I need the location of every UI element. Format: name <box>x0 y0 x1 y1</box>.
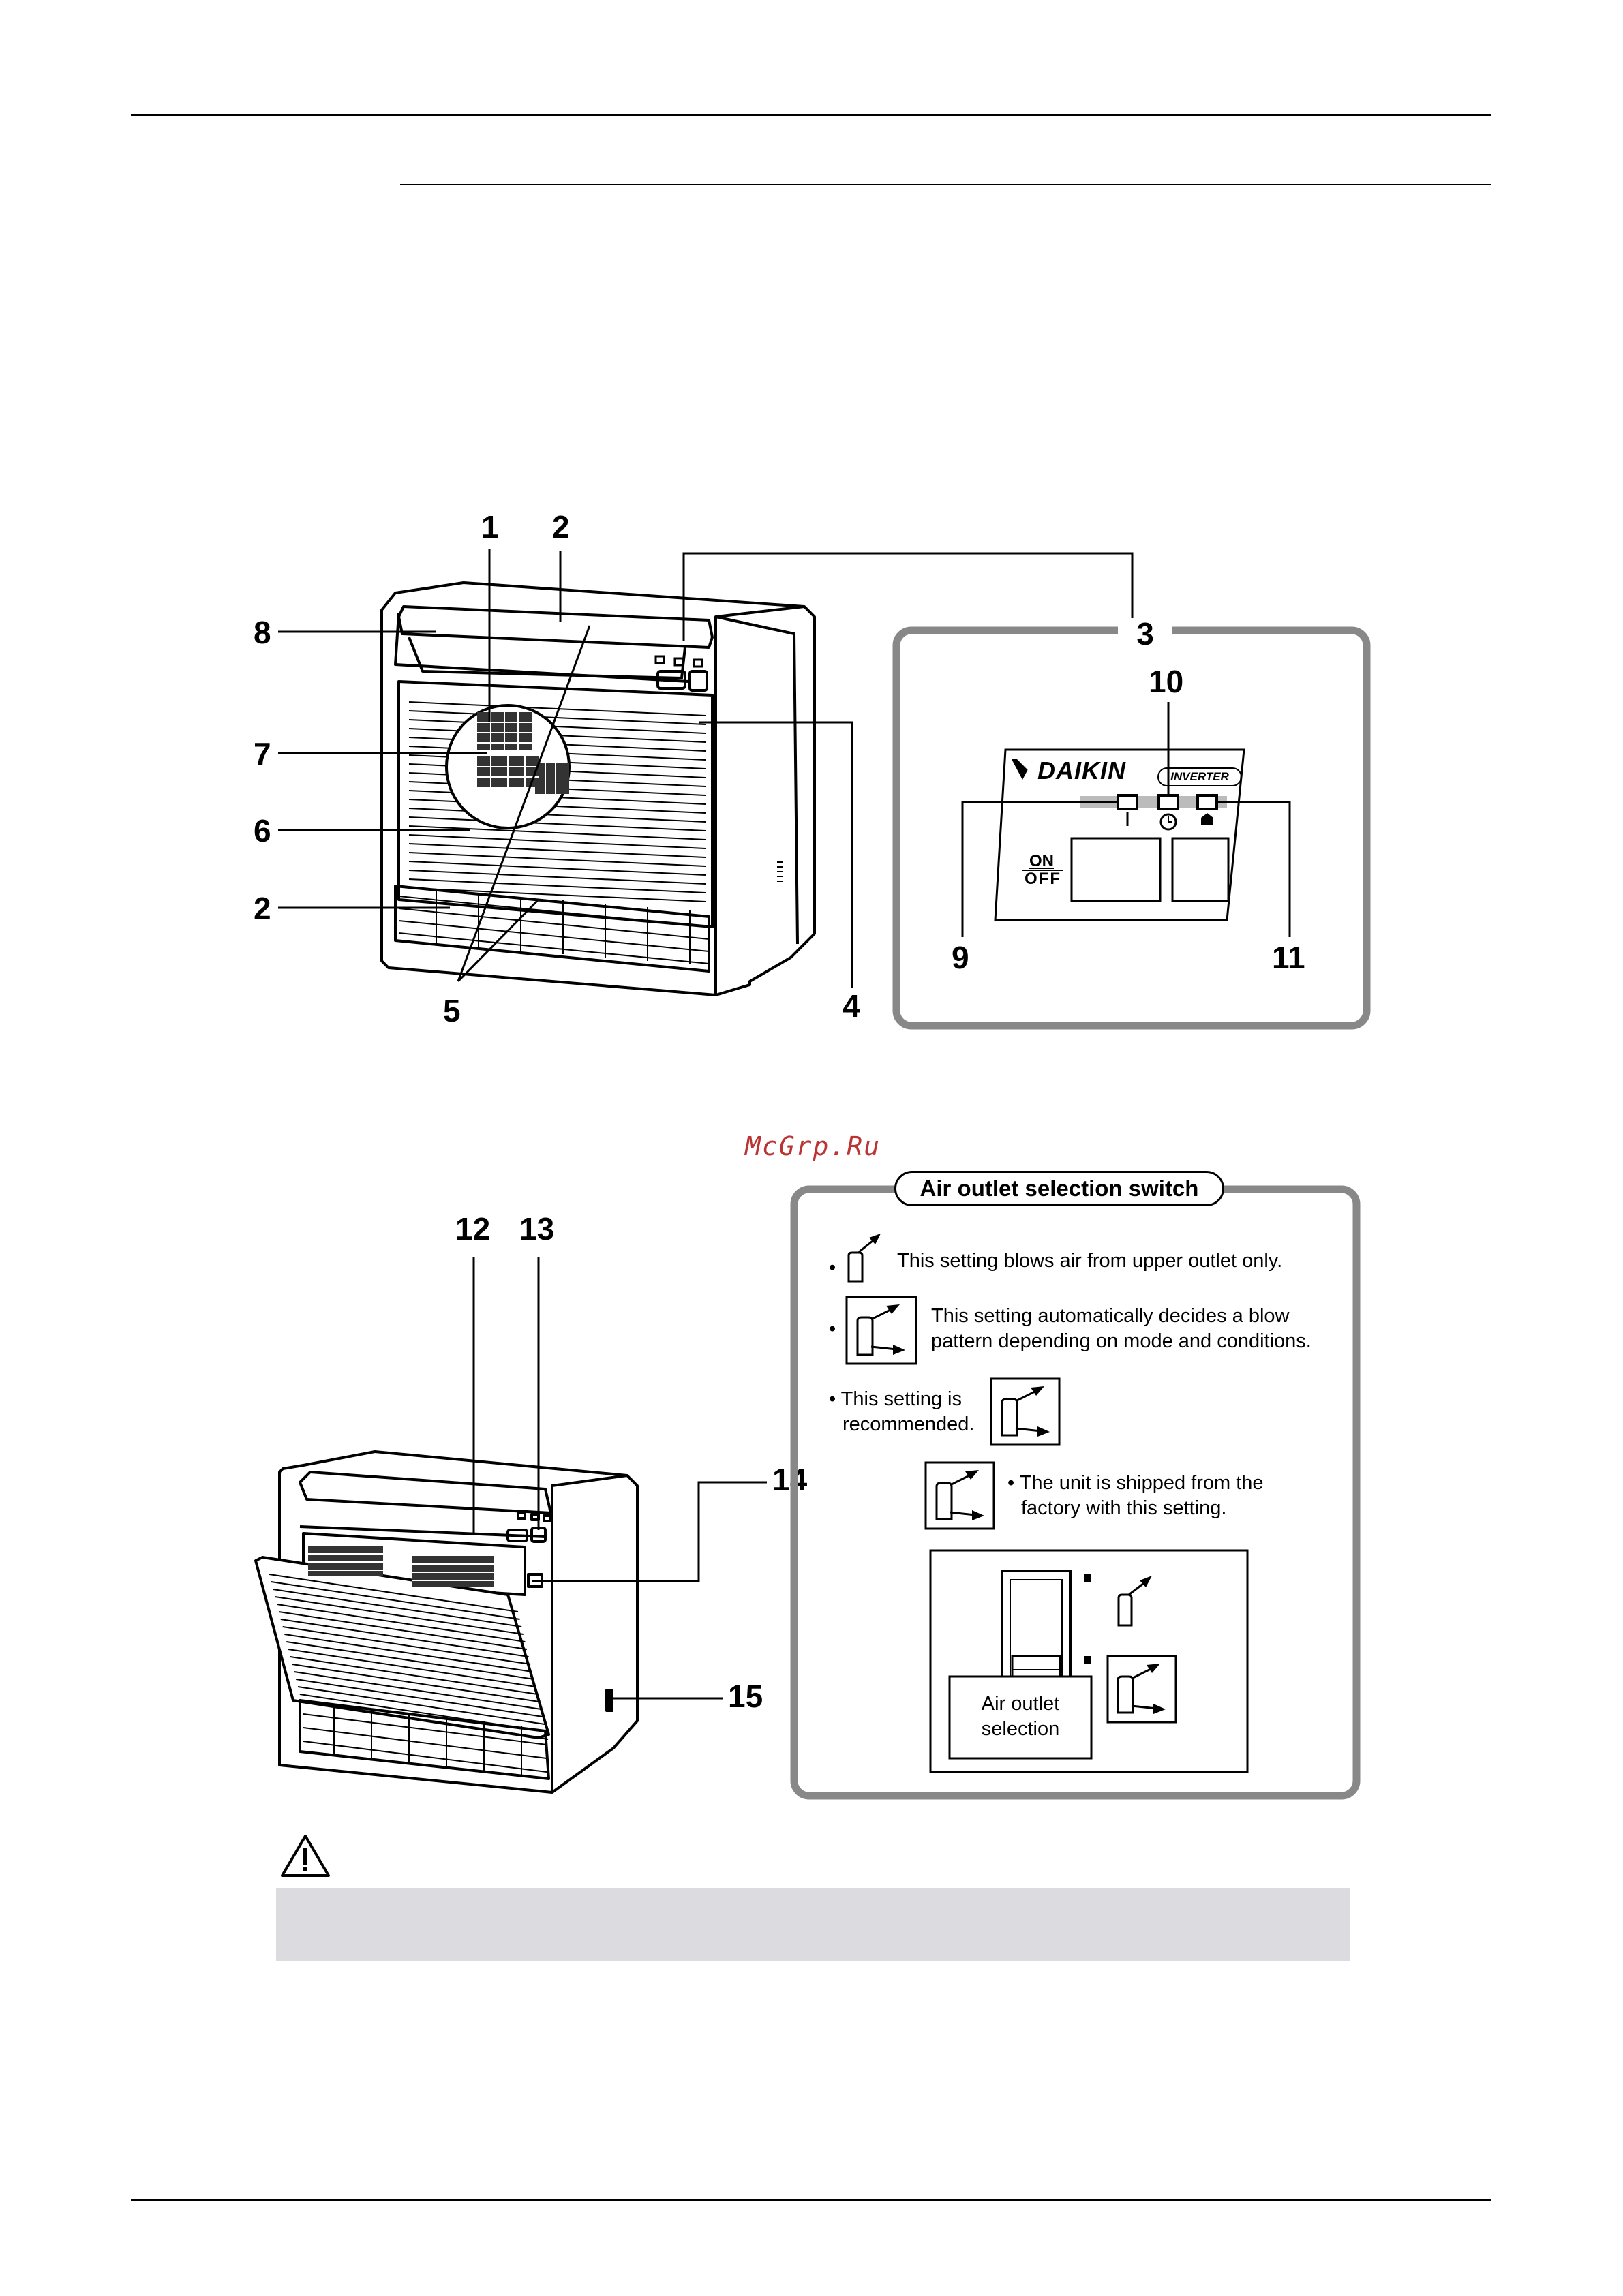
item2-bullet: • <box>829 1318 836 1340</box>
daikin-mark-icon <box>1012 759 1033 780</box>
watermark: McGrp.Ru <box>745 1131 881 1161</box>
switch-label-line1: Air outlet <box>981 1693 1060 1715</box>
callout-10: 10 <box>1149 664 1184 699</box>
indoor-unit-open-figure: 12 13 14 15 <box>0 1213 818 1826</box>
air-outlet-selection-panel: Air outlet selection switch • This setti… <box>790 1171 1361 1800</box>
switch-label-line2: selection <box>981 1718 1060 1740</box>
item3-line1: • This setting is <box>829 1388 962 1410</box>
callout-2-bottom: 2 <box>254 891 271 926</box>
callout-15: 15 <box>728 1679 763 1714</box>
item1-text: This setting blows air from upper outlet… <box>897 1250 1283 1272</box>
item4-line2: factory with this setting. <box>1021 1497 1227 1519</box>
callout-4: 4 <box>843 988 860 1024</box>
inverter-badge: INVERTER <box>1157 767 1242 786</box>
inverter-text: INVERTER <box>1170 770 1229 783</box>
item2-line2: pattern depending on mode and conditions… <box>931 1330 1311 1352</box>
indoor-unit-drawing <box>278 549 1134 996</box>
callout-7: 7 <box>254 736 271 771</box>
item4-line1: • The unit is shipped from the <box>1007 1472 1264 1494</box>
indoor-unit-front-figure: 1 2 8 7 6 2 5 4 <box>0 0 1134 1026</box>
item3-line2: recommended. <box>843 1413 975 1435</box>
on-off-rule <box>1022 870 1063 871</box>
upper-outlet-icon <box>847 1234 881 1283</box>
callout-12: 12 <box>455 1211 491 1246</box>
air-outlet-panel-title: Air outlet selection switch <box>894 1171 1224 1206</box>
warning-box <box>276 1888 1350 1961</box>
recommended-outlet-icon <box>1001 1386 1050 1437</box>
footer-rule <box>131 2199 1491 2201</box>
callout-3: 3 <box>1118 618 1172 649</box>
callout-2-top: 2 <box>552 509 570 545</box>
callout-14: 14 <box>772 1462 808 1497</box>
callout-11: 11 <box>1272 940 1305 975</box>
header-rule-top <box>131 114 1491 116</box>
open-unit-drawing <box>254 1257 767 1794</box>
callout-13: 13 <box>519 1211 555 1246</box>
off-label: OFF <box>1025 870 1061 888</box>
callout-6: 6 <box>254 813 271 848</box>
callout-9: 9 <box>952 940 969 975</box>
callout-1: 1 <box>481 509 499 545</box>
header-rule-sub <box>400 184 1491 185</box>
item2-line1: This setting automatically decides a blo… <box>931 1305 1290 1327</box>
callout-5: 5 <box>443 993 461 1028</box>
daikin-logo: DAIKIN <box>1007 754 1185 785</box>
warning-icon <box>279 1833 331 1878</box>
brand-name: DAIKIN <box>1037 756 1126 784</box>
switch-upper-position-icon <box>1117 1576 1152 1627</box>
display-panel-inset: 3 10 9 11 DAIKIN INVERTER ON OFF <box>892 618 1371 1030</box>
item1-bullet: • <box>829 1257 836 1279</box>
factory-setting-outlet-icon <box>935 1470 984 1520</box>
on-label: ON <box>1029 852 1054 870</box>
auto-outlet-icon <box>856 1304 905 1356</box>
callout-8: 8 <box>254 615 271 650</box>
switch-auto-position-icon <box>1117 1664 1166 1714</box>
